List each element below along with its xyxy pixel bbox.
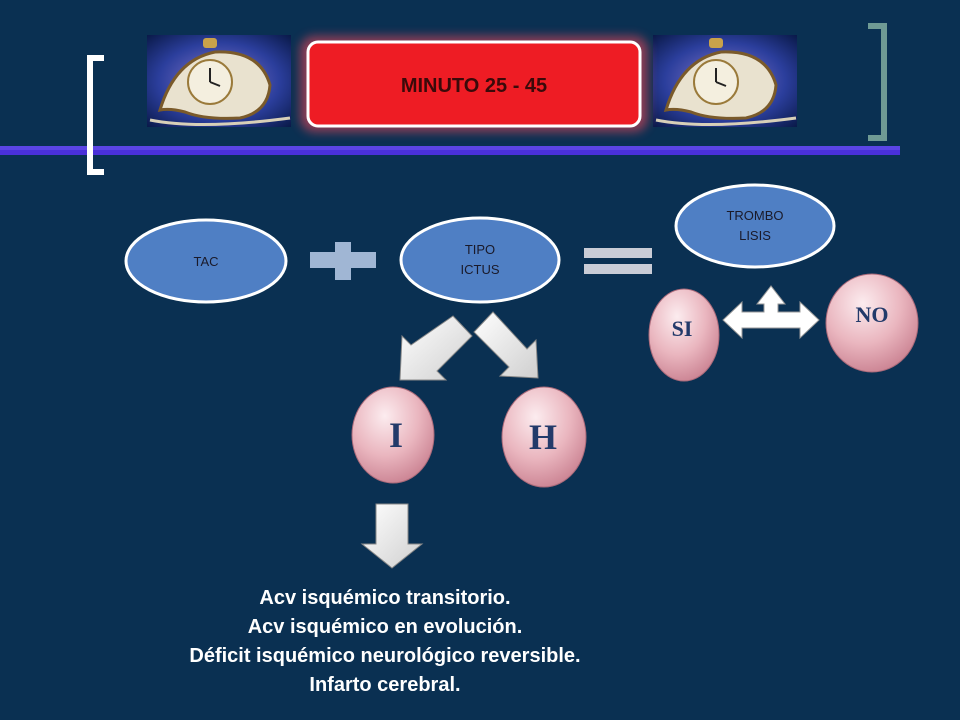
outcome-item: Déficit isquémico neurológico reversible…	[189, 645, 581, 667]
melting-clock-right-icon	[653, 35, 797, 127]
equals-icon	[584, 248, 652, 274]
arrow-down-left-icon	[399, 315, 473, 381]
three-way-arrow-icon	[722, 285, 820, 340]
left-bracket	[87, 55, 104, 175]
i-egg: I	[351, 386, 435, 484]
no-egg: NO	[825, 273, 919, 373]
si-label: SI	[672, 316, 693, 341]
melting-clock-left-icon	[147, 35, 291, 127]
banner-text: MINUTO 25 - 45	[401, 75, 547, 97]
outcome-item: Infarto cerebral.	[309, 674, 461, 696]
outcomes-list: Acv isquémico transitorio. Acv isquémico…	[100, 584, 670, 700]
si-egg: SI	[648, 288, 720, 382]
outcome-item: Acv isquémico en evolución.	[247, 616, 523, 638]
trombo-label-line1: TROMBO	[726, 208, 783, 223]
i-label: I	[389, 415, 403, 455]
h-egg: H	[501, 386, 587, 488]
tipo-label-line1: TIPO	[465, 242, 495, 257]
plus-icon	[310, 242, 376, 280]
h-label: H	[529, 417, 557, 457]
tipo-ictus-oval: TIPO ICTUS	[399, 216, 561, 304]
outcome-item: Acv isquémico transitorio.	[259, 587, 511, 609]
right-bracket	[868, 23, 887, 141]
tac-oval: TAC	[124, 218, 288, 304]
arrow-down-right-icon	[473, 311, 539, 379]
trombo-label-line2: LISIS	[739, 228, 771, 243]
arrow-down-icon	[360, 503, 424, 569]
header-rule	[0, 146, 900, 155]
no-label: NO	[856, 302, 889, 327]
trombolisis-oval: TROMBO LISIS	[674, 183, 836, 269]
banner: MINUTO 25 - 45	[300, 36, 648, 132]
tipo-label-line2: ICTUS	[461, 262, 500, 277]
tac-label: TAC	[193, 254, 218, 269]
